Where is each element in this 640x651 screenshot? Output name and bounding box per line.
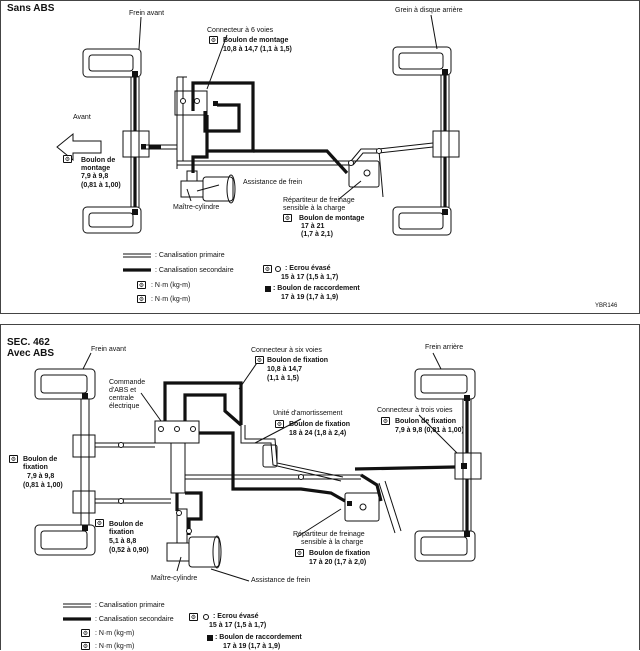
front-brake-label: Frein avant xyxy=(129,10,165,17)
torque-wrench-icon: ⚙ xyxy=(209,36,218,44)
abs-unit-line-4: électrique xyxy=(109,403,140,410)
proportioner-bolt-value: 17 à 20 (1,7 à 2,0) xyxy=(309,559,367,566)
abs-unit-line-1: Commande xyxy=(109,379,146,386)
torque-wrench-icon: ⚙ xyxy=(381,417,390,425)
mid-bolt-line-3: 5,1 à 8,8 xyxy=(109,538,137,545)
legend-secondary: : Canalisation secondaire xyxy=(155,267,234,274)
six-way-bolt-title: Boulon de fixation xyxy=(267,357,329,364)
proportioner-line-2: sensible à la charge xyxy=(283,205,346,212)
diagram-with-abs: SEC. 462 Avec ABS Frein avant Frein arri… xyxy=(0,324,640,650)
torque-wrench-icon: ⚙ xyxy=(95,519,104,527)
front-brake-label: Frein avant xyxy=(91,346,127,353)
three-way-bolt-title: Boulon de fixation xyxy=(395,418,457,425)
six-way-bolt-value-2: (1,1 à 1,5) xyxy=(267,375,299,382)
rear-bolt-value-1: 17 à 21 xyxy=(301,223,325,230)
connecting-bolt-icon xyxy=(207,635,213,641)
flare-nut-icon xyxy=(275,266,281,272)
rear-bolt-value-2: (1,7 à 2,1) xyxy=(301,231,333,238)
legend-secondary: : Canalisation secondaire xyxy=(95,616,174,623)
damper-bolt-value: 18 à 24 (1,8 à 2,4) xyxy=(289,430,347,437)
left-bolt-line-1: Boulon de xyxy=(23,456,58,463)
torque-wrench-icon: ⚙ xyxy=(137,281,146,289)
master-cylinder-label: Maître-cylindre xyxy=(173,204,220,211)
torque-wrench-icon: ⚙ xyxy=(63,155,72,163)
torque-wrench-icon: ⚙ xyxy=(275,420,284,428)
legend-nm-2: : N·m (kg-m) xyxy=(151,296,191,303)
torque-wrench-icon: ⚙ xyxy=(295,549,304,557)
master-cylinder-label: Maître-cylindre xyxy=(151,575,198,582)
torque-wrench-icon: ⚙ xyxy=(81,629,90,637)
damper-bolt-title: Boulon de fixation xyxy=(289,421,351,428)
legend-conn-title: : Boulon de raccordement xyxy=(273,285,360,292)
torque-wrench-icon: ⚙ xyxy=(81,642,90,650)
torque-wrench-icon: ⚙ xyxy=(263,265,272,273)
mid-bolt-line-4: (0,52 à 0,90) xyxy=(109,547,149,554)
six-way-connector-label: Connecteur à six voies xyxy=(251,347,322,354)
three-way-connector-label: Connecteur à trois voies xyxy=(377,407,453,414)
abs-unit-line-2: d'ABS et xyxy=(109,387,137,394)
section-number: SEC. 462 xyxy=(7,337,50,348)
legend-conn-title: : Boulon de raccordement xyxy=(215,634,302,641)
legend-conn-value: 17 à 19 (1,7 à 1,9) xyxy=(223,643,281,650)
top-title: Sans ABS xyxy=(7,3,55,14)
connector-label: Connecteur à 6 voies xyxy=(207,27,274,34)
proportioner-line-2: sensible à la charge xyxy=(301,539,364,546)
mid-bolt-line-2: fixation xyxy=(109,529,134,536)
legend-flare-value: 15 à 17 (1,5 à 1,7) xyxy=(209,622,267,629)
mount-bolt-value: 10,8 à 14,7 (1,1 à 1,5) xyxy=(223,46,292,53)
mount-bolt-title: Boulon de montage xyxy=(223,37,289,44)
left-bolt-line-4: (0,81 à 1,00) xyxy=(23,482,63,489)
left-bolt-line-2: montage xyxy=(81,165,111,172)
connecting-bolt-icon xyxy=(265,286,271,292)
bottom-title: Avec ABS xyxy=(7,348,55,359)
legend-nm-1: : N·m (kg-m) xyxy=(95,630,135,637)
flare-nut-icon xyxy=(203,614,209,620)
proportioner-line-1: Répartiteur de freinage xyxy=(283,197,355,204)
mid-bolt-line-1: Boulon de xyxy=(109,521,144,528)
legend-flare-title: : Ecrou évasé xyxy=(285,265,331,272)
rear-bolt-title: Boulon de montage xyxy=(299,215,365,222)
booster-label: Assistance de frein xyxy=(243,179,303,186)
left-bolt-line-4: (0,81 à 1,00) xyxy=(81,182,121,189)
torque-wrench-icon: ⚙ xyxy=(9,455,18,463)
left-bolt-line-3: 7,9 à 9,8 xyxy=(27,473,55,480)
rear-brake-label: Frein arrière xyxy=(425,344,464,351)
proportioner-line-1: Répartiteur de freinage xyxy=(293,531,365,538)
legend-nm-2: : N·m (kg-m) xyxy=(95,643,135,650)
torque-wrench-icon: ⚙ xyxy=(189,613,198,621)
abs-unit-line-3: centrale xyxy=(109,395,134,402)
torque-wrench-icon: ⚙ xyxy=(137,295,146,303)
six-way-bolt-value-1: 10,8 à 14,7 xyxy=(267,366,303,373)
figure-reference: YBR146 xyxy=(595,303,618,309)
left-bolt-line-3: 7,9 à 9,8 xyxy=(81,173,109,180)
torque-wrench-icon: ⚙ xyxy=(283,214,292,222)
torque-wrench-icon: ⚙ xyxy=(255,356,264,364)
proportioner-bolt-title: Boulon de fixation xyxy=(309,550,371,557)
legend-flare-title: : Ecrou évasé xyxy=(213,613,259,620)
rear-brake-label: Grein à disque arrière xyxy=(395,7,463,14)
left-bolt-line-2: fixation xyxy=(23,464,48,471)
legend-nm-1: : N·m (kg-m) xyxy=(151,282,191,289)
legend-primary: : Canalisation primaire xyxy=(95,602,165,609)
legend-primary: : Canalisation primaire xyxy=(155,252,225,259)
legend-flare-value: 15 à 17 (1,5 à 1,7) xyxy=(281,274,339,281)
diagram-without-abs: Sans ABS Frein avant Grein à disque arri… xyxy=(0,0,640,314)
left-bolt-line-1: Boulon de xyxy=(81,157,116,164)
three-way-bolt-value: 7,9 à 9,8 (0,81 à 1,00) xyxy=(395,427,464,434)
damper-label: Unité d'amortissement xyxy=(273,410,343,417)
bottom-brake-line-drawing xyxy=(34,352,482,621)
top-brake-line-drawing xyxy=(56,14,460,272)
legend-conn-value: 17 à 19 (1,7 à 1,9) xyxy=(281,294,339,301)
forward-label: Avant xyxy=(73,114,91,121)
booster-label: Assistance de frein xyxy=(251,577,311,584)
